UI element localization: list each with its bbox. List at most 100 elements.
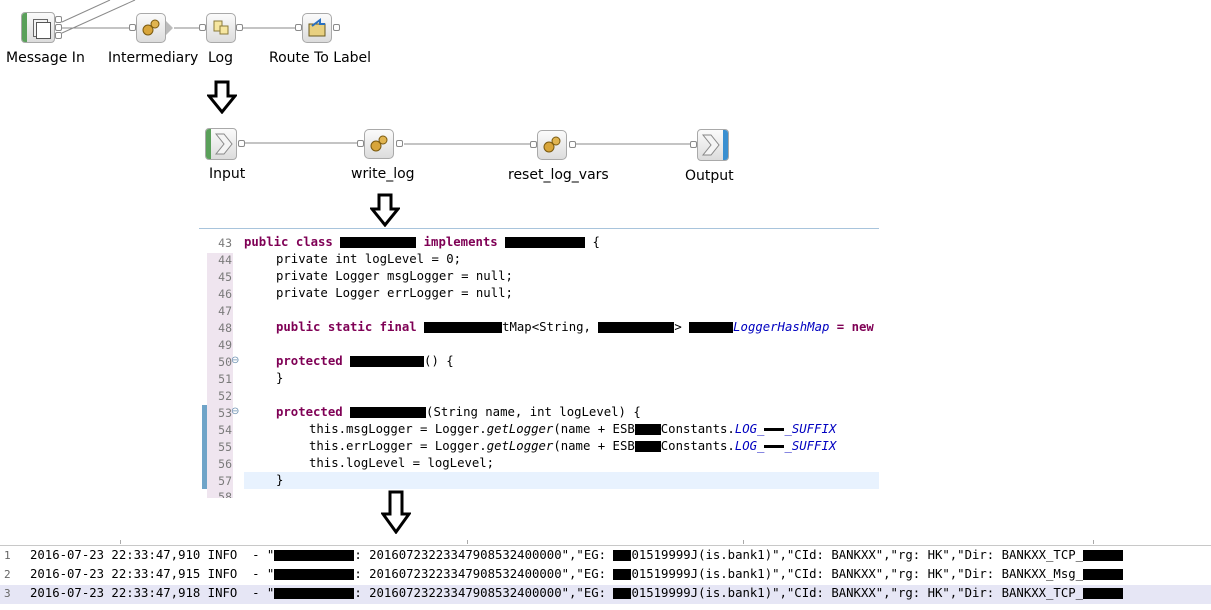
code-token: _SUFFIX	[784, 439, 837, 453]
code-token: (String name, int logLevel) {	[426, 405, 641, 419]
code-token: public static final	[276, 320, 425, 334]
log-token: 2016-07-23 22:33:47,918 INFO - "	[30, 586, 275, 600]
redaction	[764, 428, 785, 431]
terminal	[396, 140, 403, 147]
code-token: LOG_	[734, 439, 765, 453]
code-line-55: this.errLogger = Logger.getLogger(name +…	[309, 439, 836, 453]
redaction	[634, 424, 661, 435]
node-label: write_log	[351, 166, 415, 182]
fold-toggle-icon[interactable]: ⊖	[231, 406, 240, 417]
code-token: this.msgLogger = Logger.	[309, 422, 487, 436]
line-number: 54	[218, 423, 232, 437]
code-line-48: public static final tMap<String, > Logge…	[276, 320, 874, 334]
change-marker	[202, 405, 207, 489]
code-token: getLogger	[486, 439, 554, 453]
line-number: 45	[218, 270, 232, 284]
sub-flow-connections	[244, 142, 690, 145]
code-line-51: }	[276, 371, 283, 385]
terminal	[55, 24, 62, 31]
terminal	[55, 16, 62, 23]
ruler-tick	[743, 540, 744, 544]
log-token: 01519999J(is.bank1)","CId: BANKXX","rg: …	[631, 548, 1084, 562]
log-row-selected[interactable]: 3 2016-07-23 22:33:47,918 INFO - " : 2016…	[0, 585, 1211, 604]
code-line-44: private int logLevel = 0;	[276, 252, 461, 266]
code-token: }	[276, 371, 284, 385]
editor-gutter	[207, 253, 233, 498]
code-line-53: protected (String name, int logLevel) {	[276, 405, 641, 419]
terminal	[569, 141, 576, 148]
current-line-highlight	[244, 472, 879, 489]
redaction	[274, 569, 355, 580]
code-token: protected	[276, 354, 351, 368]
code-token: this.errLogger = Logger.	[309, 439, 487, 453]
code-token: (name + ESB	[553, 422, 635, 436]
code-line-45: private Logger msgLogger = null;	[276, 269, 513, 283]
code-line-50: protected () {	[276, 354, 454, 368]
code-line-56: this.logLevel = logLevel;	[309, 456, 494, 470]
redaction	[1083, 569, 1124, 580]
line-number: 53	[218, 406, 232, 420]
redaction	[340, 237, 417, 248]
log-viewer[interactable]: 1 2016-07-23 22:33:47,910 INFO - ": 2016…	[0, 545, 1211, 610]
compute-icon	[364, 129, 394, 159]
code-line-57: }	[276, 473, 283, 487]
code-token: LoggerHashMap	[733, 320, 830, 334]
code-token: Constants.	[660, 439, 735, 453]
code-token: tMap<String,	[502, 320, 599, 334]
code-token: private Logger errLogger = null;	[276, 286, 513, 300]
code-line-43: public class implements {	[244, 235, 600, 249]
log-line-number: 3	[4, 587, 11, 600]
line-number: 58	[218, 490, 232, 498]
log-row[interactable]: 1 2016-07-23 22:33:47,910 INFO - ": 2016…	[0, 547, 1211, 566]
log-token: 01519999J(is.bank1)","CId: BANKXX","rg: …	[631, 586, 1084, 600]
log-icon	[206, 13, 236, 43]
redaction	[1083, 588, 1124, 599]
code-token: >	[674, 320, 690, 334]
redaction	[598, 322, 675, 333]
code-token: private int logLevel = 0;	[276, 252, 462, 266]
log-token: 01519999J(is.bank1)","CId: BANKXX","rg: …	[631, 567, 1084, 581]
down-arrow-icon	[207, 80, 237, 114]
redaction	[505, 237, 586, 248]
code-token: = new	[829, 320, 874, 334]
line-number: 43	[218, 236, 232, 250]
code-token: LOG_	[734, 422, 765, 436]
code-token: () {	[424, 354, 454, 368]
terminal	[129, 24, 136, 31]
terminal	[236, 24, 243, 31]
line-number: 55	[218, 440, 232, 454]
line-number: 56	[218, 457, 232, 471]
line-number: 46	[218, 287, 232, 301]
node-label: Log	[208, 50, 234, 66]
terminal	[357, 140, 364, 147]
node-label: Route To Label	[269, 50, 372, 66]
log-text: 2016-07-23 22:33:47,915 INFO - ": 201607…	[30, 567, 1124, 581]
log-row[interactable]: 2 2016-07-23 22:33:47,915 INFO - ": 2016…	[0, 566, 1211, 585]
log-token: : 20160723223347908532400000","EG:	[354, 548, 614, 562]
line-number: 48	[218, 321, 232, 335]
code-token: Constants.	[660, 422, 735, 436]
code-line-46: private Logger errLogger = null;	[276, 286, 513, 300]
terminal	[55, 32, 62, 39]
ruler-tick	[120, 540, 121, 544]
code-editor[interactable]	[199, 228, 879, 499]
output-terminal-icon	[697, 129, 729, 161]
code-token: this.logLevel = logLevel;	[309, 456, 495, 470]
terminal	[333, 24, 340, 31]
log-line-number: 2	[4, 568, 11, 581]
line-number: 57	[218, 474, 232, 488]
redaction	[613, 588, 632, 599]
terminal	[199, 24, 206, 31]
ruler-tick	[1093, 540, 1094, 544]
fold-toggle-icon[interactable]: ⊖	[231, 355, 240, 366]
code-token: private Logger msgLogger = null;	[276, 269, 513, 283]
code-token: }	[276, 473, 284, 487]
redaction	[274, 588, 355, 599]
down-arrow-icon	[381, 490, 411, 534]
node-label: Output	[685, 168, 734, 184]
redaction	[424, 322, 503, 333]
line-number: 49	[218, 338, 232, 352]
log-token: : 20160723223347908532400000","EG:	[354, 586, 614, 600]
log-token: 2016-07-23 22:33:47,910 INFO - "	[30, 548, 275, 562]
code-line-54: this.msgLogger = Logger.getLogger(name +…	[309, 422, 836, 436]
